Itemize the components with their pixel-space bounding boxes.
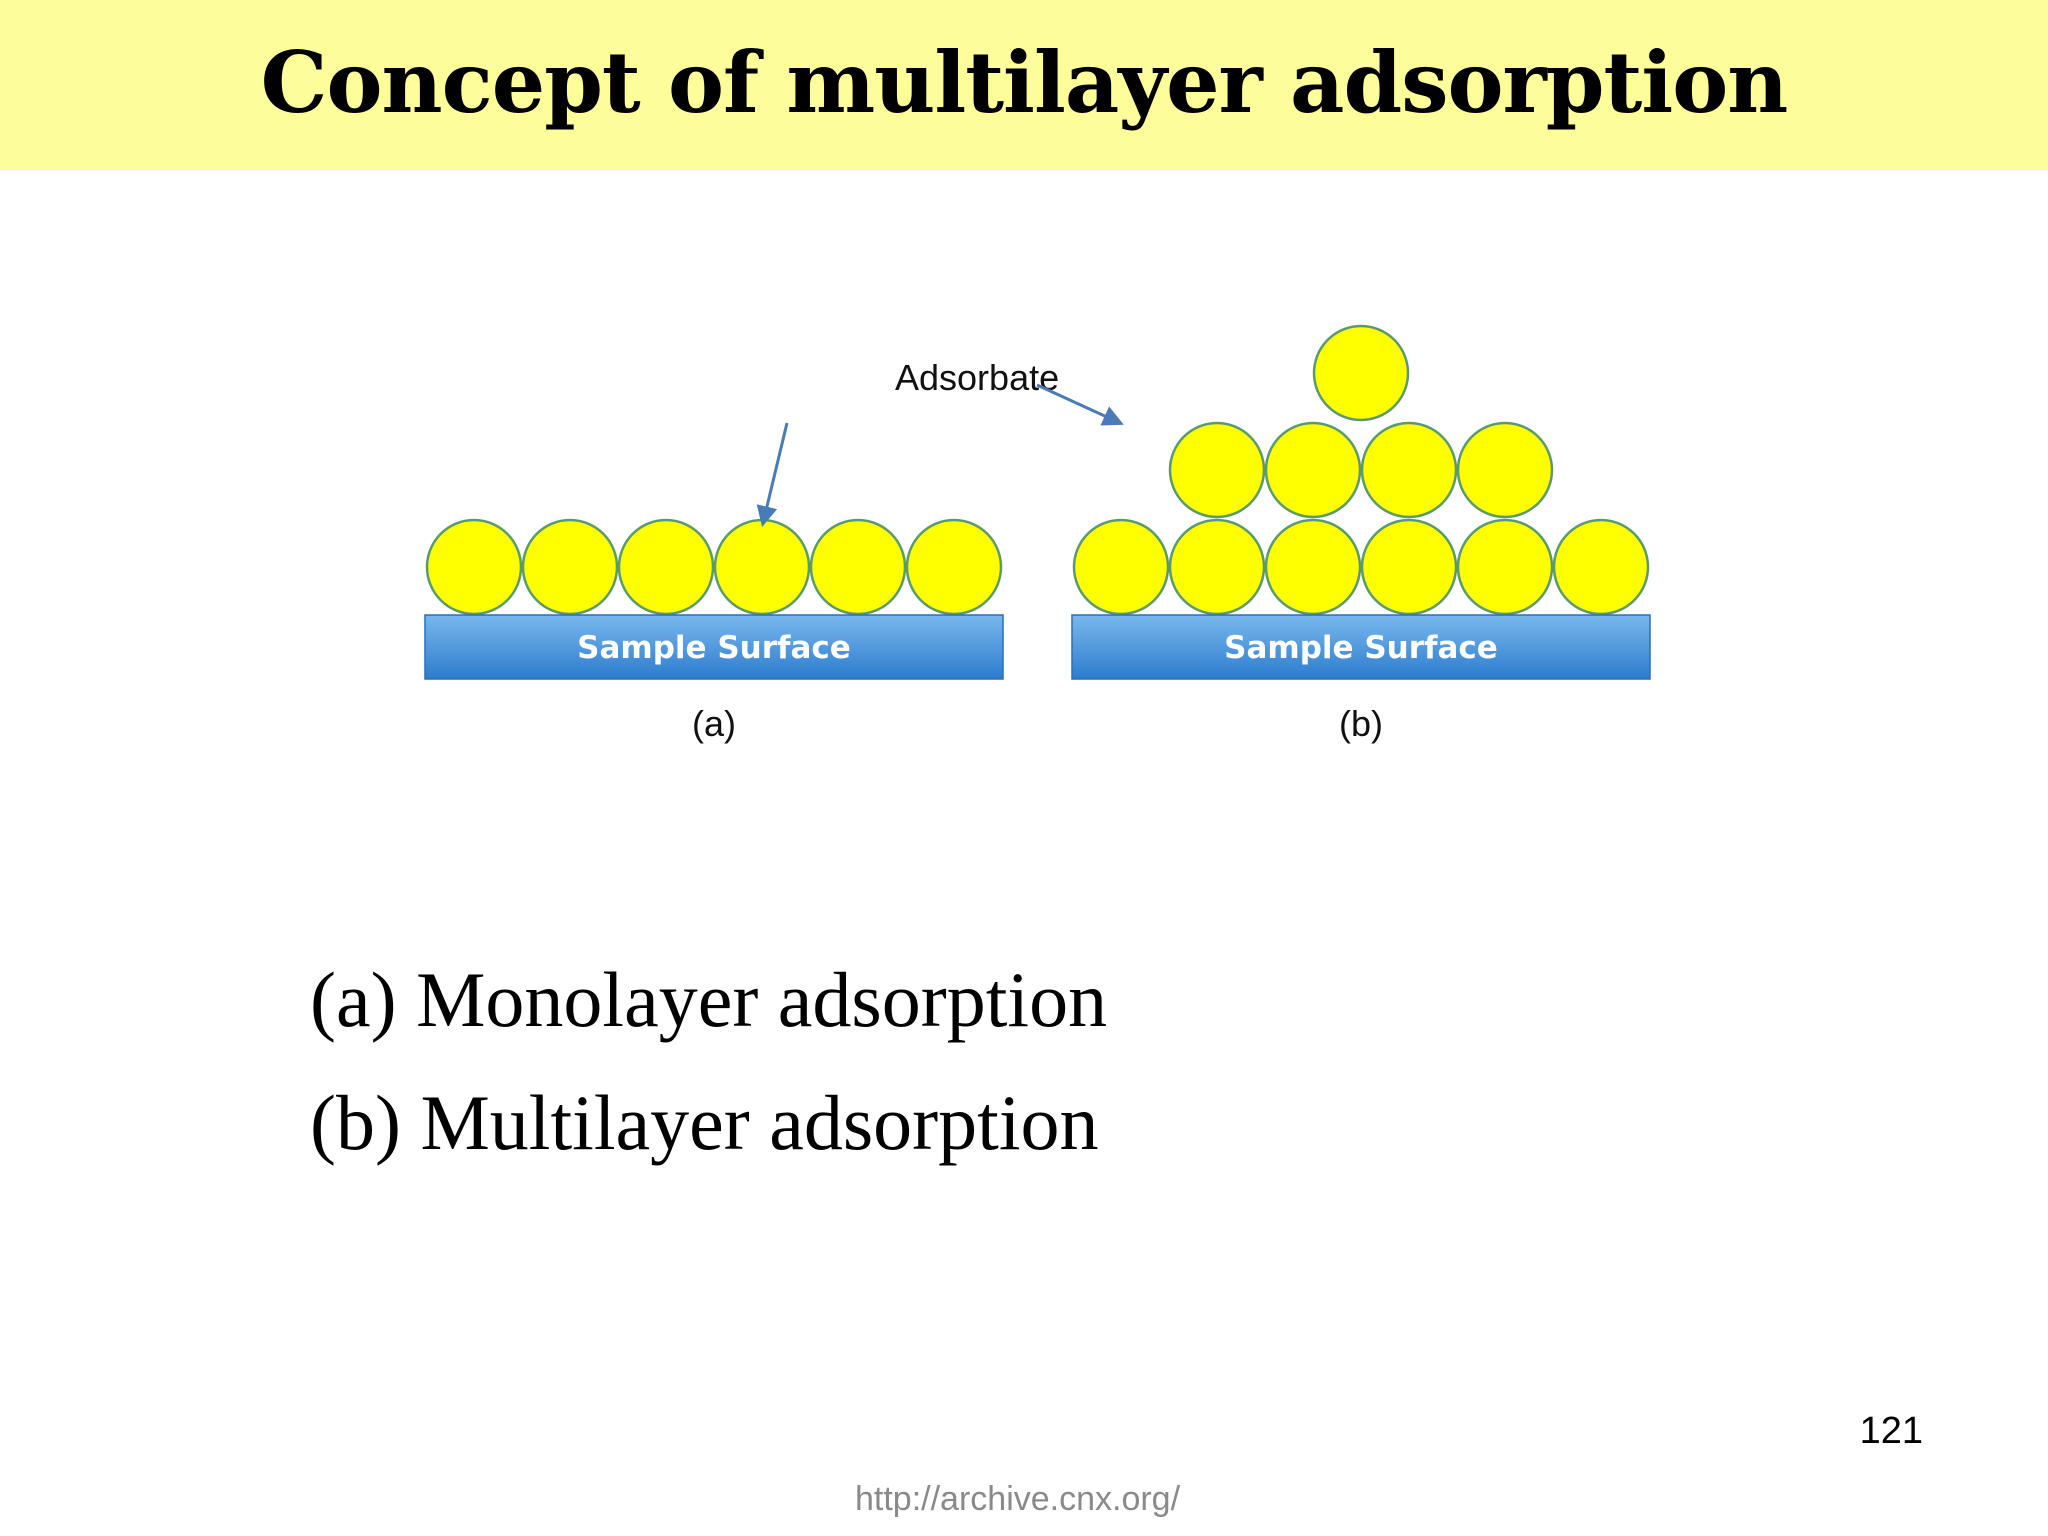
panel-b-sample-surface	[1071, 614, 1651, 680]
panel-a-adsorbate-molecule	[617, 518, 715, 616]
panel-a-adsorbate-molecule	[809, 518, 907, 616]
panel-a-sample-surface	[424, 614, 1004, 680]
source-url: http://archive.cnx.org/	[855, 1480, 1181, 1518]
panel-a-adsorbate-molecule	[425, 518, 523, 616]
title-bar: Concept of multilayer adsorption	[0, 0, 2048, 170]
page-number: 121	[1859, 1410, 1923, 1452]
panel-b-adsorbate-molecule	[1168, 421, 1266, 519]
caption-multilayer: (b) Multilayer adsorption	[310, 1079, 1099, 1166]
panel-b-adsorbate-molecule	[1072, 518, 1170, 616]
slide-title: Concept of multilayer adsorption	[260, 32, 1789, 132]
panel-a-surface-label: Sample Surface	[577, 630, 851, 666]
panel-b-adsorbate-molecule	[1456, 518, 1554, 616]
panel-b-adsorbate-molecule	[1552, 518, 1650, 616]
panel-b-adsorbate-layers	[1072, 324, 1650, 616]
panel-b-label: (b)	[1339, 703, 1383, 744]
caption-monolayer: (a) Monolayer adsorption	[310, 956, 1108, 1043]
panel-b-adsorbate-molecule	[1168, 518, 1266, 616]
adsorbate-arrow-b	[1036, 383, 1124, 426]
adsorption-diagram: Sample Surface (a) Sample Surface (b) Ad…	[424, 324, 1651, 744]
panel-b-adsorbate-molecule	[1360, 421, 1458, 519]
adsorbate-label: Adsorbate	[895, 357, 1059, 398]
panel-a-adsorbate-molecule	[905, 518, 1003, 616]
panel-b-adsorbate-molecule	[1264, 421, 1362, 519]
panel-b-surface-label: Sample Surface	[1224, 630, 1498, 666]
panel-b-adsorbate-molecule	[1456, 421, 1554, 519]
panel-a-adsorbate-layer	[425, 518, 1003, 616]
panel-b-adsorbate-molecule	[1360, 518, 1458, 616]
panel-a-label: (a)	[692, 703, 736, 744]
panel-b-adsorbate-molecule	[1312, 324, 1410, 422]
adsorption-figure: Sample Surface (a) Sample Surface (b) Ad…	[395, 305, 1655, 765]
adsorbate-arrow-a	[756, 422, 789, 528]
panel-a: Sample Surface (a)	[424, 518, 1004, 744]
panel-a-adsorbate-molecule	[521, 518, 619, 616]
panel-b: Sample Surface (b)	[1071, 324, 1651, 744]
panel-a-adsorbate-molecule	[713, 518, 811, 616]
panel-b-adsorbate-molecule	[1264, 518, 1362, 616]
